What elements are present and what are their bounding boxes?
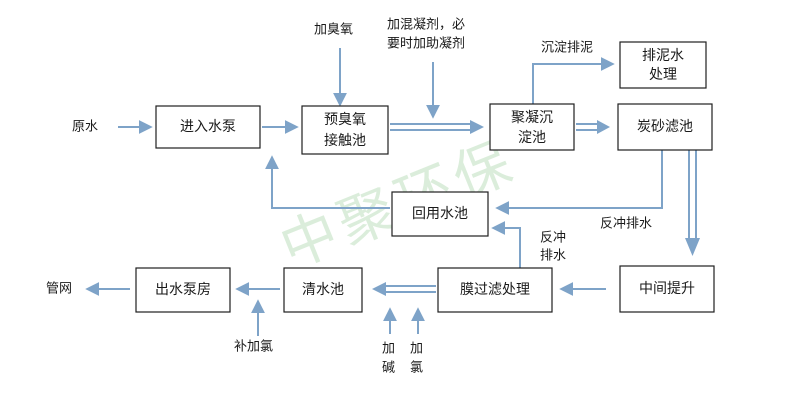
node-outlet-pump-house-label: 出水泵房 <box>155 282 211 298</box>
arrow-coag-to-filter-head <box>597 120 610 134</box>
label-add-chlorine-1: 加 <box>410 342 423 357</box>
label-coagulant-2: 要时加助凝剂 <box>387 36 465 52</box>
node-coag-label-1: 聚凝沉 <box>511 110 553 126</box>
arrow-ozone-to-coag-head <box>470 120 484 134</box>
node-inlet-pump-label: 进入水泵 <box>180 119 236 135</box>
arrow-reuse-to-ozone <box>265 155 390 209</box>
label-coagulant-1: 加混凝剂，必 <box>387 17 465 33</box>
arrow-backwash-to-reuse <box>495 150 663 215</box>
arrow-filter-to-lift-head <box>685 238 700 256</box>
node-membrane-filtration: 膜过滤处理 <box>437 267 553 313</box>
node-sludge-water-treatment: 排泥水 处理 <box>619 41 707 89</box>
arrow-coag-to-sludge <box>532 57 615 104</box>
label-backwash-2: 排水 <box>540 249 566 264</box>
node-intermediate-lift: 中间提升 <box>619 265 715 313</box>
arrow-membrane-backwash <box>491 221 521 268</box>
node-pre-ozone-label-2: 接触池 <box>324 132 366 149</box>
label-raw-water: 原水 <box>72 120 98 135</box>
node-outlet-pump-house: 出水泵房 <box>135 267 231 313</box>
label-add-ozone: 加臭氧 <box>314 23 353 38</box>
node-membrane-filtration-label: 膜过滤处理 <box>460 282 530 298</box>
label-sediment-discharge: 沉淀排泥 <box>541 41 593 56</box>
label-add-chlorine-2: 氯 <box>410 361 423 376</box>
node-sludge-label-1: 排泥水 <box>642 48 684 64</box>
label-add-alkali-2: 碱 <box>382 361 395 376</box>
label-supplement-chlorine: 补加氯 <box>234 340 273 355</box>
node-intermediate-lift-label: 中间提升 <box>639 281 695 297</box>
node-clear-water-tank: 清水池 <box>283 267 363 313</box>
node-sludge-label-2: 处理 <box>649 67 677 83</box>
node-coagulation-sedimentation: 聚凝沉 淀池 <box>489 103 575 151</box>
node-clear-water-tank-label: 清水池 <box>302 282 344 298</box>
label-add-alkali-1: 加 <box>382 342 395 357</box>
node-carbon-sand-filter: 炭砂滤池 <box>617 103 713 151</box>
node-pre-ozone-label-1: 预臭氧 <box>324 112 366 128</box>
label-backwash-drain: 反冲排水 <box>600 217 652 232</box>
node-carbon-sand-filter-label: 炭砂滤池 <box>637 119 693 135</box>
label-backwash-1: 反冲 <box>540 231 566 246</box>
node-pre-ozone-contact-tank: 预臭氧 接触池 <box>301 105 389 155</box>
node-reuse-pool: 回用水池 <box>391 191 489 237</box>
node-inlet-pump: 进入水泵 <box>155 105 261 149</box>
node-reuse-pool-label: 回用水池 <box>412 206 468 222</box>
arrow-membrane-to-clear-head <box>372 282 386 296</box>
node-coag-label-2: 淀池 <box>518 130 546 146</box>
label-pipe-network: 管网 <box>46 282 72 297</box>
